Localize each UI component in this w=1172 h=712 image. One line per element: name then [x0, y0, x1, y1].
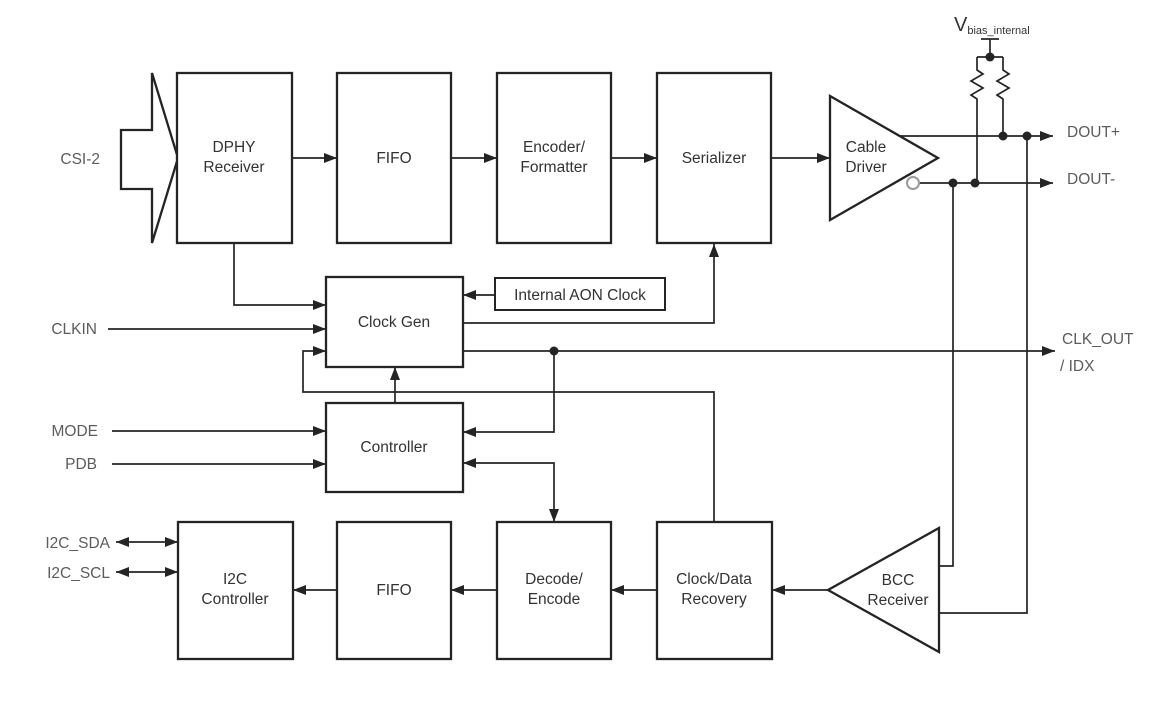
wire-clk-to-controller — [463, 351, 555, 437]
wire-controller-decode-bidir — [463, 458, 559, 522]
block-fifo-bottom-label: FIFO — [376, 582, 411, 599]
wires — [108, 38, 1055, 614]
resistor-right — [995, 57, 1011, 136]
junction-dout-minus-loop — [948, 178, 958, 188]
block-serializer-label: Serializer — [682, 150, 747, 167]
block-encoder-formatter: Encoder/Formatter — [495, 71, 613, 245]
pin-label-clk-out: CLK_OUT — [1062, 331, 1134, 348]
block-fifo-top: FIFO — [335, 71, 453, 245]
pin-label-vbias-internal: Vbias_internal — [954, 14, 1030, 37]
junction-dout-minus-resistor — [970, 178, 980, 188]
junction-dots — [549, 52, 1032, 356]
junction-dout-plus-loop — [1022, 131, 1032, 141]
pin-label-i2c-sda: I2C_SDA — [45, 535, 110, 552]
inverting-output-bubble — [906, 176, 920, 190]
block-fifo-top-label: FIFO — [376, 150, 411, 167]
pin-labels: CSI-2 CLKIN MODE PDB I2C_SDA I2C_SCL DOU… — [45, 14, 1134, 582]
block-internal-aon-clock: Internal AON Clock — [494, 277, 666, 311]
wire-dphy-to-clockgen — [233, 243, 326, 310]
pin-label-mode: MODE — [52, 423, 99, 440]
block-clock-gen: Clock Gen — [324, 275, 465, 369]
block-decode-encode: Decode/Encode — [495, 520, 613, 661]
block-controller-label: Controller — [360, 439, 427, 456]
csi2-block-arrow — [119, 72, 180, 244]
wire-dout-plus-to-bcc — [939, 136, 1028, 614]
wire-clockgen-to-serializer — [463, 244, 719, 324]
junction-vbias — [985, 52, 995, 62]
block-fifo-bottom: FIFO — [335, 520, 453, 661]
pin-label-dout-plus: DOUT+ — [1067, 124, 1120, 141]
resistor-left — [969, 57, 985, 183]
junction-dout-plus-resistor — [998, 131, 1008, 141]
pin-label-pdb: PDB — [65, 456, 97, 473]
block-clock-gen-label: Clock Gen — [358, 314, 430, 331]
junction-clk-branch — [549, 346, 559, 356]
block-internal-aon-clock-label: Internal AON Clock — [514, 287, 646, 304]
block-encoder-formatter-label: Encoder/Formatter — [520, 139, 587, 176]
pin-label-clkin: CLKIN — [51, 321, 97, 338]
pin-label-dout-minus: DOUT- — [1067, 171, 1115, 188]
block-controller: Controller — [324, 401, 465, 494]
wire-dout-minus-to-bcc — [939, 183, 954, 567]
pin-label-csi2: CSI-2 — [60, 151, 100, 168]
wire-cdr-feedback-to-clockgen — [302, 346, 715, 522]
pin-label-i2c-scl: I2C_SCL — [47, 565, 110, 582]
block-serializer: Serializer — [655, 71, 773, 245]
pin-label-idx: / IDX — [1060, 358, 1095, 375]
block-decode-encode-label: Decode/Encode — [525, 571, 583, 608]
